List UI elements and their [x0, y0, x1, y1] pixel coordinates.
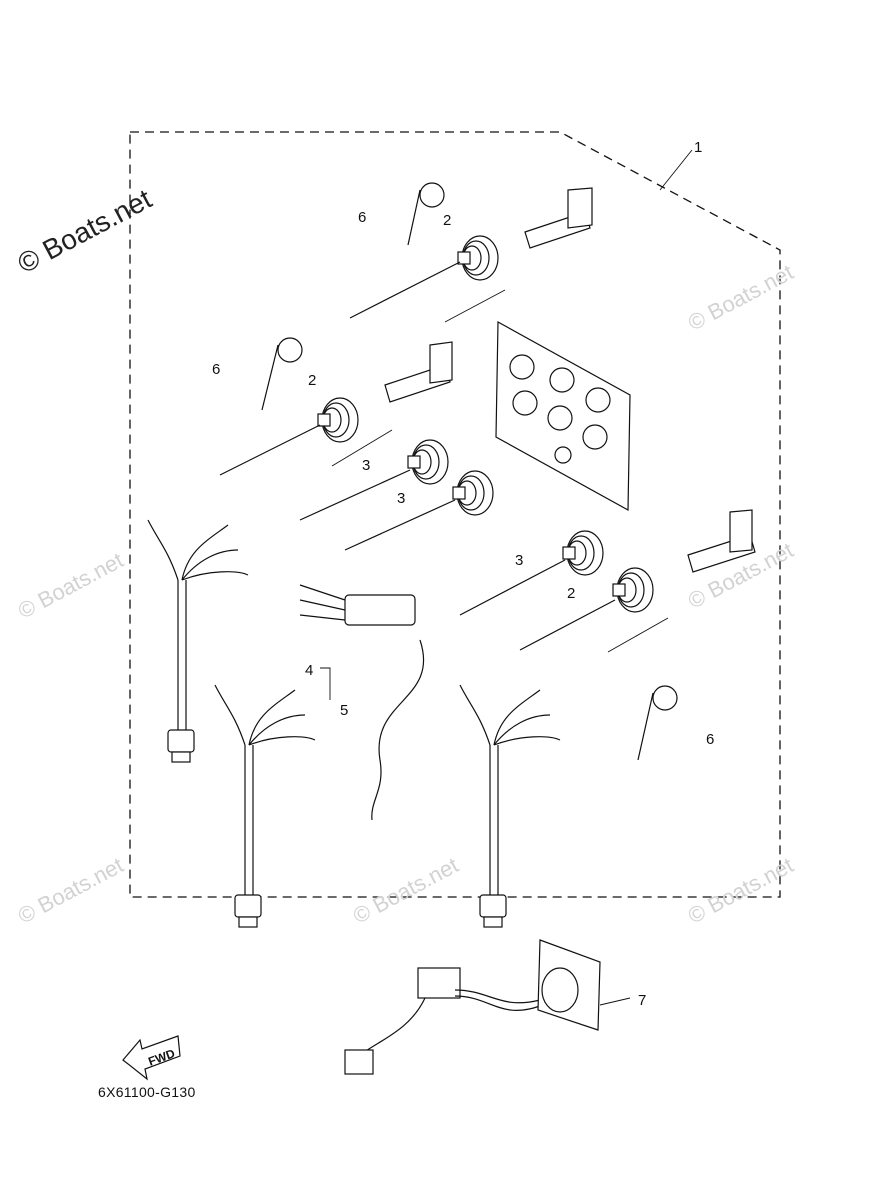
gauge-2c — [519, 567, 654, 651]
callout-7: 7 — [638, 992, 646, 1009]
callout-3c: 3 — [515, 552, 523, 569]
harness-left — [147, 519, 249, 763]
diagram-code: 6X61100-G130 — [98, 1084, 196, 1100]
gauge-2b — [219, 397, 359, 476]
harness-center — [214, 684, 316, 928]
gauge-3c — [459, 530, 604, 616]
sensor-6b — [261, 337, 303, 411]
sensor-6a — [407, 182, 445, 246]
gauge-3a — [299, 439, 449, 521]
callout-6a: 6 — [358, 209, 366, 226]
bracket-right — [687, 509, 756, 573]
harness-right — [459, 684, 561, 928]
callout-3b: 3 — [397, 490, 405, 507]
cable-tie-3 — [607, 617, 669, 653]
extension-harness — [344, 939, 631, 1075]
callout-2b: 2 — [308, 372, 316, 389]
cable-tie-2 — [331, 429, 393, 467]
bracket-mid — [384, 341, 453, 403]
callout-2a: 2 — [443, 212, 451, 229]
lanyard-cord — [371, 639, 425, 821]
gauge-3b — [344, 470, 494, 551]
callout-1: 1 — [694, 139, 702, 156]
callout-2c: 2 — [567, 585, 575, 602]
bracket-top — [524, 187, 593, 249]
callout-5: 5 — [340, 702, 348, 719]
cable-tie-1 — [444, 289, 506, 323]
main-switch — [299, 584, 416, 626]
callout-3a: 3 — [362, 457, 370, 474]
callout-6b: 6 — [212, 361, 220, 378]
callout-6c: 6 — [706, 731, 714, 748]
fwd-arrow-icon — [122, 1035, 181, 1081]
assembly-outline — [129, 131, 781, 898]
sensor-6c — [637, 685, 678, 761]
gauge-2a — [349, 235, 499, 319]
callout-4: 4 — [305, 662, 313, 679]
instrument-panel-plate — [495, 320, 631, 512]
